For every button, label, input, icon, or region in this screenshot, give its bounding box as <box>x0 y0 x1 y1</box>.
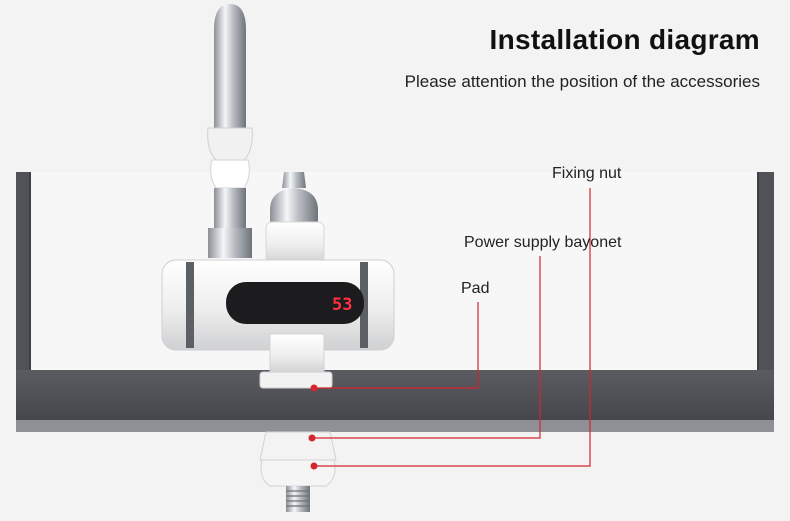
sink-deck <box>16 370 774 420</box>
sink-left-wall <box>16 172 30 420</box>
leader-lines <box>312 188 591 467</box>
sink-right-wall <box>758 172 774 420</box>
fixing-nut-label: Fixing nut <box>552 165 622 182</box>
pad-marker-dot <box>310 384 318 392</box>
page-subtitle: Please attention the position of the acc… <box>404 72 760 91</box>
fixing-nut <box>260 459 336 487</box>
sink <box>16 172 774 432</box>
digital-display <box>226 282 364 324</box>
spout <box>214 4 246 140</box>
power-supply-bayonet <box>259 431 337 461</box>
pad-leader-line <box>314 302 479 389</box>
fixing-nut-marker-dot <box>310 462 318 470</box>
display-reading: 53 <box>332 295 352 315</box>
fixing-nut-leader-line <box>314 188 591 467</box>
bayonet-leader-line <box>312 256 541 439</box>
power-supply-bayonet-label: Power supply bayonet <box>464 234 622 251</box>
pad-label: Pad <box>461 280 490 297</box>
sink-deck-edge <box>16 420 774 432</box>
bayonet-marker-dot <box>308 434 316 442</box>
pad <box>259 371 333 389</box>
faucet: 53 <box>161 4 395 512</box>
page-title: Installation diagram <box>489 24 760 55</box>
